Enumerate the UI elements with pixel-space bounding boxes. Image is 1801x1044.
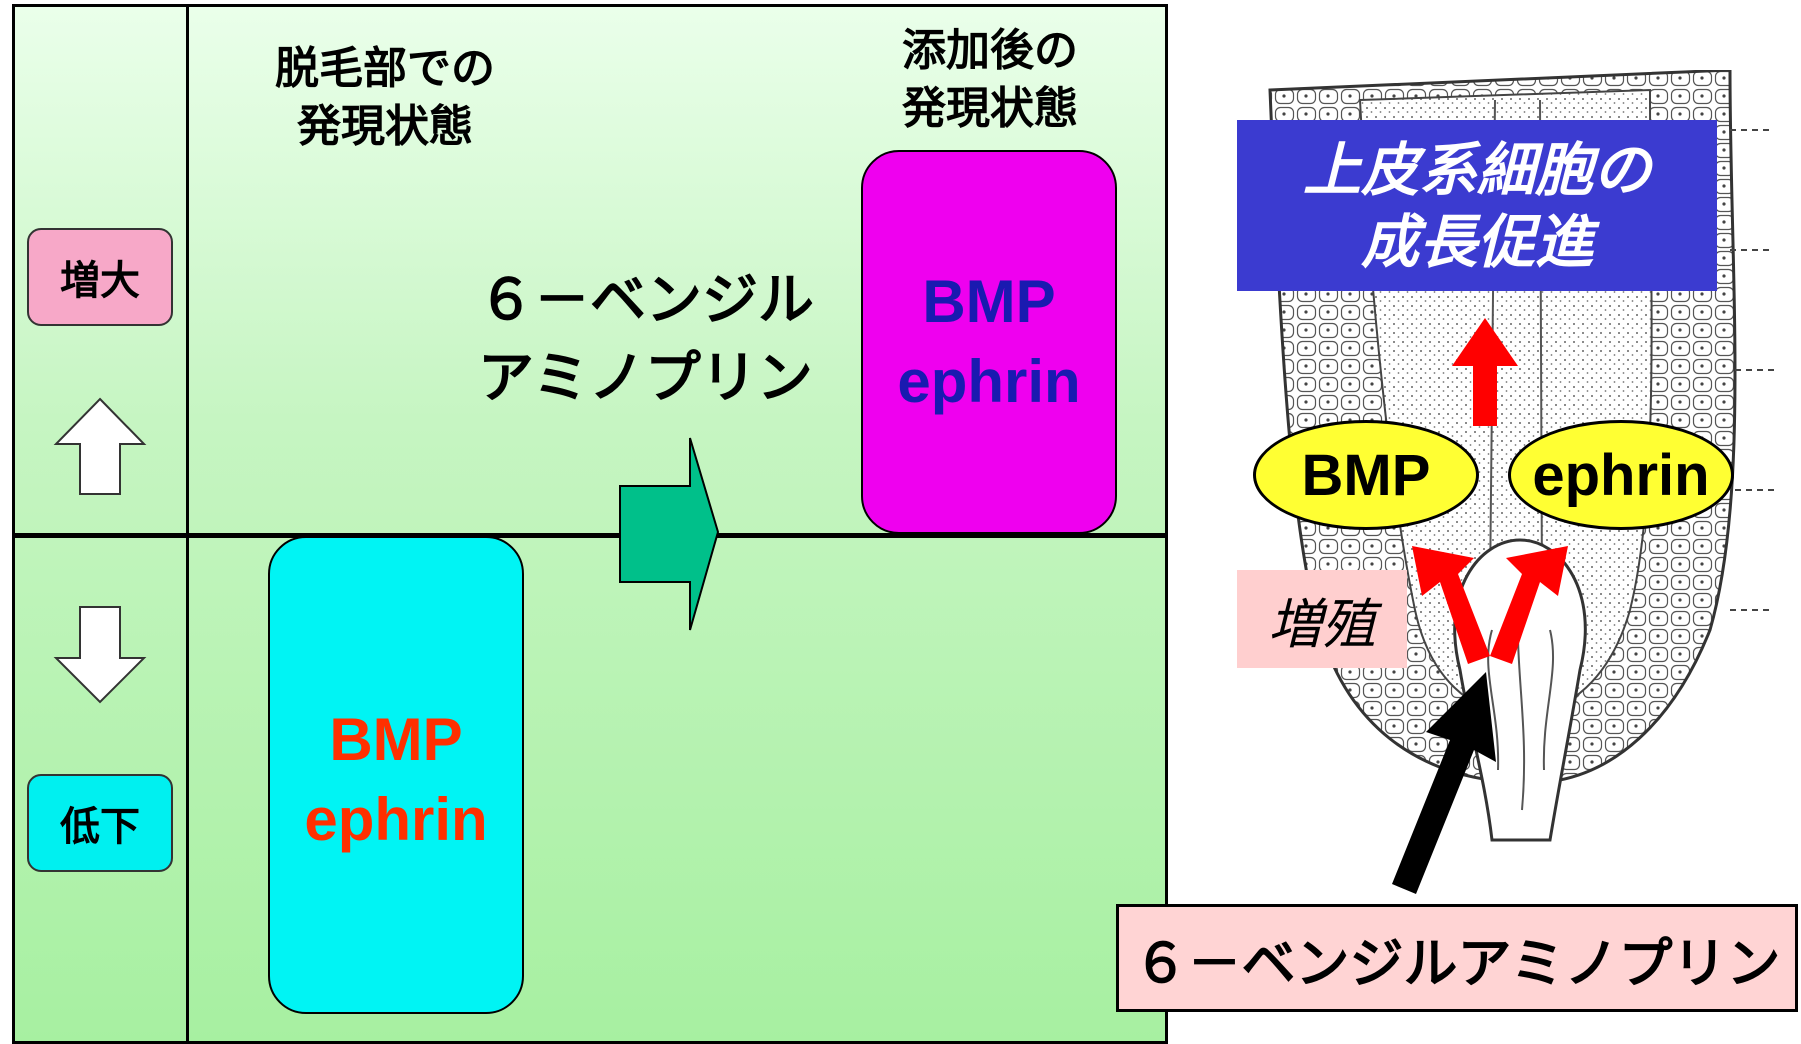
up-arrow-icon xyxy=(53,397,147,495)
decrease-tag: 低下 xyxy=(27,774,173,872)
treatment-arrow-icon xyxy=(619,437,720,631)
baseline-divider xyxy=(14,533,1166,538)
bmp-ellipse-label: BMP xyxy=(1301,442,1431,508)
red-arrow-up-icon xyxy=(1452,318,1518,426)
treatment-line1: ６－ベンジル xyxy=(478,268,814,333)
down-arrow-icon xyxy=(53,606,147,704)
increase-tag: 増大 xyxy=(27,228,173,326)
black-arrow-icon xyxy=(1392,672,1496,894)
heading-before-line1: 脱毛部での xyxy=(275,43,495,94)
red-arrows-proliferation-icon xyxy=(1412,546,1568,664)
compound-label: ６－ベンジルアミノプリン xyxy=(1133,931,1781,995)
box-after-ephrin: ephrin xyxy=(897,348,1081,415)
heading-after: 添加後の 発現状態 xyxy=(850,22,1130,138)
expression-box-after: BMP ephrin xyxy=(861,150,1117,534)
proliferation-label-box: 増殖 xyxy=(1237,570,1407,668)
heading-before: 脱毛部での 発現状態 xyxy=(220,40,550,156)
heading-before-line2: 発現状態 xyxy=(297,101,473,152)
box-after-bmp: BMP xyxy=(922,268,1056,335)
box-before-ephrin: ephrin xyxy=(304,786,488,853)
compound-label-box: ６－ベンジルアミノプリン xyxy=(1116,904,1798,1012)
expression-box-before: BMP ephrin xyxy=(268,536,524,1014)
treatment-label: ６－ベンジル アミノプリン xyxy=(478,262,838,418)
column-divider xyxy=(186,6,189,1042)
heading-after-line2: 発現状態 xyxy=(902,83,1078,134)
decrease-label: 低下 xyxy=(60,804,140,850)
epithelial-growth-title: 上皮系細胞の 成長促進 xyxy=(1237,120,1717,291)
box-before-bmp: BMP xyxy=(329,706,463,773)
proliferation-label: 増殖 xyxy=(1268,592,1376,656)
increase-label: 増大 xyxy=(60,258,140,304)
ephrin-ellipse: ephrin xyxy=(1508,420,1734,530)
title-line2: 成長促進 xyxy=(1360,207,1593,276)
heading-after-line1: 添加後の xyxy=(902,25,1078,76)
ephrin-ellipse-label: ephrin xyxy=(1532,442,1710,508)
bmp-ellipse: BMP xyxy=(1253,420,1479,530)
title-line1: 上皮系細胞の xyxy=(1302,135,1651,204)
treatment-line2: アミノプリン xyxy=(478,346,813,411)
